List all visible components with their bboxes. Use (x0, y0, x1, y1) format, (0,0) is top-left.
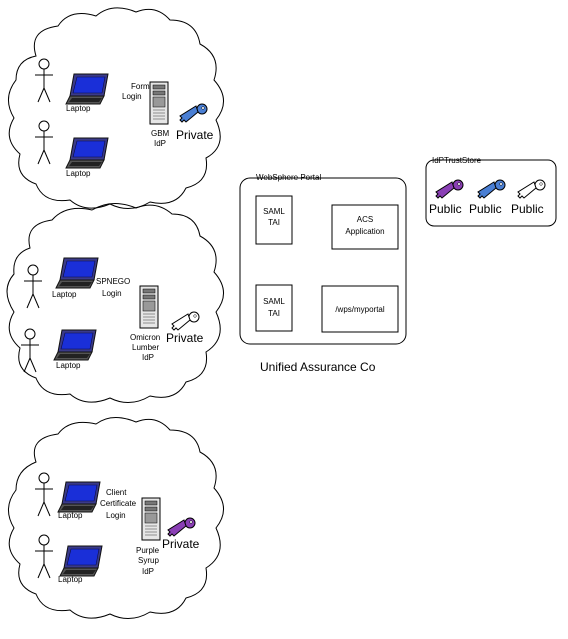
laptop-icon (59, 545, 103, 577)
laptop-icon (57, 481, 101, 513)
private-key-icon (171, 311, 200, 331)
acs-application-box (331, 204, 399, 250)
user-figure (34, 534, 54, 579)
idp-server-icon (149, 81, 169, 125)
wps-myportal-box (321, 285, 399, 333)
idp-trust-store: IdPTrustStore Public Public Public (425, 156, 557, 227)
saml-tai-label: SAML (263, 207, 285, 216)
idp-label: GBM (151, 129, 170, 138)
login-method-label: Login (102, 289, 122, 298)
idp-label: Lumber (132, 343, 159, 352)
user-figure (23, 264, 43, 309)
laptop-label: Laptop (56, 361, 81, 370)
laptop-label: Laptop (58, 575, 83, 584)
login-method-label: Client (106, 488, 127, 497)
laptop-label: Laptop (52, 290, 77, 299)
idp-cloud-gbm: Laptop Laptop Form Login GBM IdP Private (8, 7, 224, 209)
login-method-label: Login (122, 92, 142, 101)
public-key-label: Public (429, 202, 462, 216)
user-figure (34, 472, 54, 517)
private-key-label: Private (176, 128, 214, 142)
idp-label: IdP (142, 567, 154, 576)
idp-label: Omicron (130, 333, 160, 342)
private-key-label: Private (162, 537, 200, 551)
private-key-label: Private (166, 331, 204, 345)
login-method-label: Form (131, 82, 150, 91)
idp-label: IdP (142, 353, 154, 362)
user-figure (34, 58, 54, 103)
user-figure (34, 120, 54, 165)
laptop-label: Laptop (66, 169, 91, 178)
idp-label: Purple (136, 546, 160, 555)
idp-server-icon (139, 285, 159, 329)
portal-title: WebSphere Portal (256, 173, 321, 182)
laptop-icon (53, 329, 97, 361)
truststore-title: IdPTrustStore (432, 156, 482, 165)
laptop-label: Laptop (58, 511, 83, 520)
laptop-label: Laptop (66, 104, 91, 113)
idp-server-icon (141, 497, 161, 541)
acs-application-label: Application (345, 227, 384, 236)
public-key-label: Public (469, 202, 502, 216)
cloud-outline (8, 7, 224, 209)
websphere-portal: WebSphere Portal SAML TAI ACS Applicatio… (239, 173, 407, 374)
saml-tai-label: TAI (268, 218, 280, 227)
saml-tai-box (255, 284, 293, 332)
laptop-icon (65, 137, 109, 169)
login-method-label: Certificate (100, 499, 137, 508)
public-key-label: Public (511, 202, 544, 216)
laptop-icon (55, 257, 99, 289)
idp-label: Syrup (138, 556, 159, 565)
idp-label: IdP (154, 139, 166, 148)
saml-tai-label: TAI (268, 309, 280, 318)
laptop-icon (65, 73, 109, 105)
company-label: Unified Assurance Co (260, 360, 376, 374)
private-key-icon (179, 103, 208, 123)
wps-myportal-label: /wps/myportal (335, 305, 385, 314)
idp-cloud-purple-syrup: Laptop Laptop Client Certificate Login P… (8, 417, 224, 619)
user-figure (20, 328, 40, 373)
cloud-outline (8, 417, 224, 619)
saml-tai-box (255, 195, 293, 245)
cloud-outline (6, 203, 224, 403)
login-method-label: SPNEGO (96, 277, 130, 286)
private-key-icon (167, 517, 196, 537)
acs-application-label: ACS (357, 215, 373, 224)
idp-cloud-omicron: Laptop Laptop SPNEGO Login Omicron Lumbe… (6, 203, 224, 403)
truststore-box (425, 159, 557, 227)
saml-tai-label: SAML (263, 297, 285, 306)
login-method-label: Login (106, 511, 126, 520)
